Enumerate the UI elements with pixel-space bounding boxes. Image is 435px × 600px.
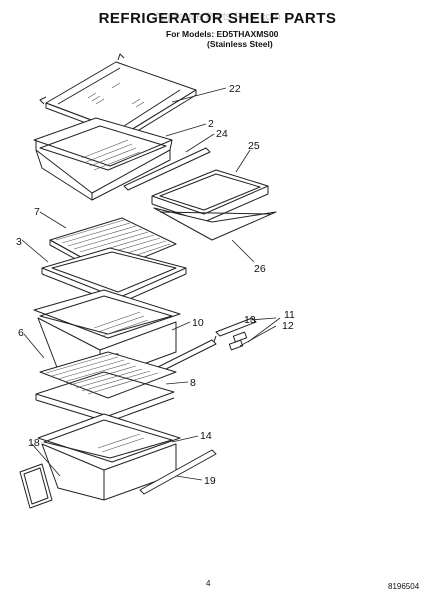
callout-13: 13 [244, 314, 256, 326]
callout-25: 25 [248, 140, 260, 152]
model-variant: (Stainless Steel) [207, 39, 273, 49]
callout-6: 6 [18, 327, 24, 339]
callout-24: 24 [216, 128, 228, 140]
callout-11: 11 [284, 309, 295, 321]
callout-19: 19 [204, 475, 216, 487]
callout-22: 22 [229, 83, 241, 95]
part-19-rod[interactable] [139, 449, 217, 495]
part-14-pan[interactable] [37, 413, 181, 501]
leader-lines [21, 87, 281, 481]
model-line: For Models: ED5THAXMS00 [166, 29, 279, 39]
part-22-glass-shelf[interactable] [39, 53, 197, 139]
callout-26: 26 [254, 263, 266, 275]
callout-12: 12 [282, 320, 294, 332]
watermark: Appliance Parts Pros.com [154, 11, 281, 23]
callout-10: 10 [192, 317, 204, 329]
model-info: For Models: ED5THAXMS00 (Stainless Steel… [166, 29, 278, 49]
callout-14: 14 [200, 430, 212, 442]
part-24-rod[interactable] [123, 147, 211, 191]
part-26-trim[interactable] [153, 207, 277, 241]
callout-7: 7 [34, 206, 40, 218]
part-2-pan[interactable] [33, 117, 173, 201]
part-10-pan[interactable] [33, 289, 181, 381]
page-number: 4 [206, 579, 211, 588]
callout-3: 3 [16, 236, 22, 248]
part-25-shelf[interactable] [151, 169, 269, 223]
callout-8: 8 [190, 377, 196, 389]
part-6-glass-shelf[interactable] [35, 351, 177, 423]
page-title: REFRIGERATOR SHELF PARTS [98, 10, 337, 27]
part-13-rail[interactable] [213, 317, 257, 343]
callout-2: 2 [208, 118, 214, 130]
part-11-12-clips[interactable] [228, 331, 248, 351]
document-number: 8196504 [388, 582, 420, 591]
part-18-label[interactable] [19, 463, 53, 509]
callout-18: 18 [28, 437, 40, 449]
